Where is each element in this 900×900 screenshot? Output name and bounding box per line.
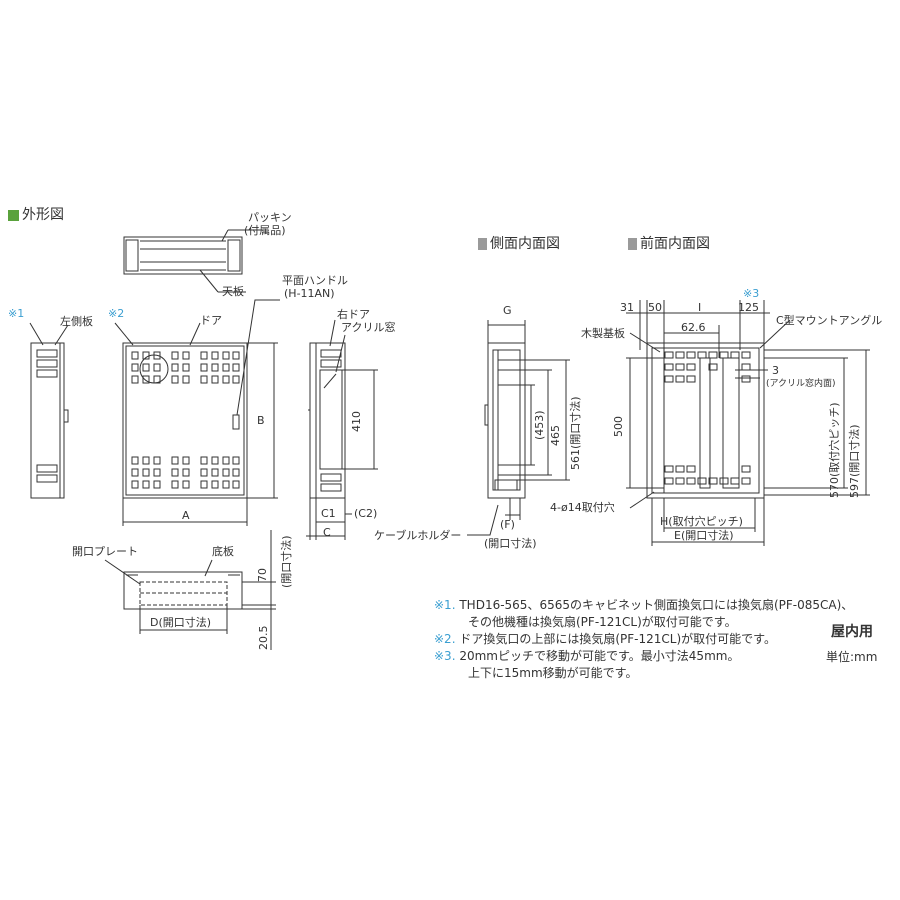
- dim-D: D(開口寸法): [150, 616, 212, 629]
- label-cable-holder: ケーブルホルダー: [374, 529, 462, 542]
- note-line-5: 上下に15mm移動が可能です。: [468, 667, 637, 679]
- note-line-1: ※1. THD16-565、6565のキャビネット側面換気口には換気扇(PF-0…: [434, 599, 853, 611]
- dim-410: 410: [350, 411, 363, 432]
- dim-453: (453): [533, 410, 546, 440]
- note-text: その他機種は換気扇(PF-121CL)が取付可能です。: [468, 615, 737, 629]
- dim-20-5: 20.5: [257, 625, 270, 651]
- dim-70-sub: (開口寸法): [280, 535, 293, 588]
- dim-62-6: 62.6: [681, 321, 706, 334]
- note-text: ドア換気口の上部には換気扇(PF-121CL)が取付可能です。: [459, 632, 776, 646]
- section-front-interior-title: 前面内面図: [640, 236, 710, 252]
- dim-465: 465: [549, 425, 562, 446]
- label-packing-sub: (付属品): [244, 224, 286, 237]
- label-acrylic-inner: (アクリル窓内面): [766, 379, 836, 389]
- label-left-panel: 左側板: [60, 315, 93, 328]
- dim-B: B: [257, 414, 265, 427]
- dim-31: 31: [620, 301, 634, 314]
- dim-E: E(開口寸法): [674, 529, 734, 542]
- dim-C: C: [323, 526, 331, 539]
- section-marker: [628, 238, 637, 250]
- section-outline: 外形図: [8, 208, 64, 222]
- left-panel-view: [30, 323, 68, 498]
- dim-F-sub: (開口寸法): [484, 537, 537, 550]
- label-packing: パッキン: [248, 211, 292, 224]
- note-line-3: ※2. ドア換気口の上部には換気扇(PF-121CL)が取付可能です。: [434, 633, 776, 645]
- label-wood-board: 木製基板: [581, 327, 625, 340]
- dim-597: 597(開口寸法): [848, 424, 861, 498]
- mark-1: ※1: [8, 307, 25, 320]
- section-side-interior-title: 側面内面図: [490, 236, 560, 252]
- label-bottom-panel: 底板: [212, 545, 234, 558]
- dim-C2: (C2): [354, 507, 378, 520]
- section-front-interior: 前面内面図: [628, 237, 710, 251]
- dim-125: 125: [738, 301, 759, 314]
- dim-A: A: [182, 509, 190, 522]
- front-interior-view: [626, 300, 870, 546]
- section-marker: [478, 238, 487, 250]
- dim-G: G: [503, 304, 512, 317]
- label-opening-plate: 開口プレート: [72, 545, 138, 558]
- dim-50: 50: [648, 301, 662, 314]
- label-c-mount-angle: C型マウントアングル: [776, 314, 883, 327]
- note-mark: ※3.: [434, 649, 456, 663]
- mark-3: ※3: [743, 287, 760, 300]
- dim-500: 500: [612, 416, 625, 437]
- label-top-panel: 天板: [222, 285, 244, 298]
- dim-3: 3: [772, 364, 779, 377]
- label-mount-holes: 4-ø14取付穴: [550, 501, 615, 514]
- top-panel-view: [124, 230, 268, 292]
- right-door-view: [306, 320, 378, 540]
- dim-C1: C1: [321, 507, 336, 520]
- section-marker: [8, 209, 19, 221]
- dim-H: H(取付穴ピッチ): [660, 515, 743, 528]
- dim-561: 561(開口寸法): [569, 396, 582, 470]
- dim-70: 70: [256, 568, 269, 582]
- bottom-panel-view: [105, 530, 276, 650]
- unit-label: 単位:mm: [826, 650, 878, 664]
- label-flat-handle: 平面ハンドル: [282, 274, 348, 287]
- side-interior-view: [467, 320, 570, 535]
- note-text: 上下に15mm移動が可能です。: [468, 666, 638, 680]
- mark-2: ※2: [108, 307, 125, 320]
- note-mark: ※2.: [434, 632, 456, 646]
- dim-I: I: [698, 301, 702, 314]
- section-side-interior: 側面内面図: [478, 237, 560, 251]
- usage-label: 屋内用: [831, 624, 873, 640]
- note-text: THD16-565、6565のキャビネット側面換気口には換気扇(PF-085CA…: [459, 598, 854, 612]
- label-acrylic-window: アクリル窓: [341, 321, 396, 334]
- note-line-4: ※3. 20mmピッチで移動が可能です。最小寸法45mm。: [434, 650, 739, 662]
- note-text: 20mmピッチで移動が可能です。最小寸法45mm。: [459, 649, 740, 663]
- section-outline-title: 外形図: [22, 207, 64, 223]
- label-flat-handle-model: (H-11AN): [284, 287, 335, 300]
- label-right-door: 右ドア: [337, 308, 370, 321]
- note-mark: ※1.: [434, 598, 456, 612]
- front-door-view: [115, 300, 280, 526]
- label-door: ドア: [200, 314, 222, 327]
- dim-F: (F): [500, 518, 515, 531]
- note-line-2: その他機種は換気扇(PF-121CL)が取付可能です。: [468, 616, 737, 628]
- dim-570: 570(取付穴ピッチ): [828, 402, 841, 498]
